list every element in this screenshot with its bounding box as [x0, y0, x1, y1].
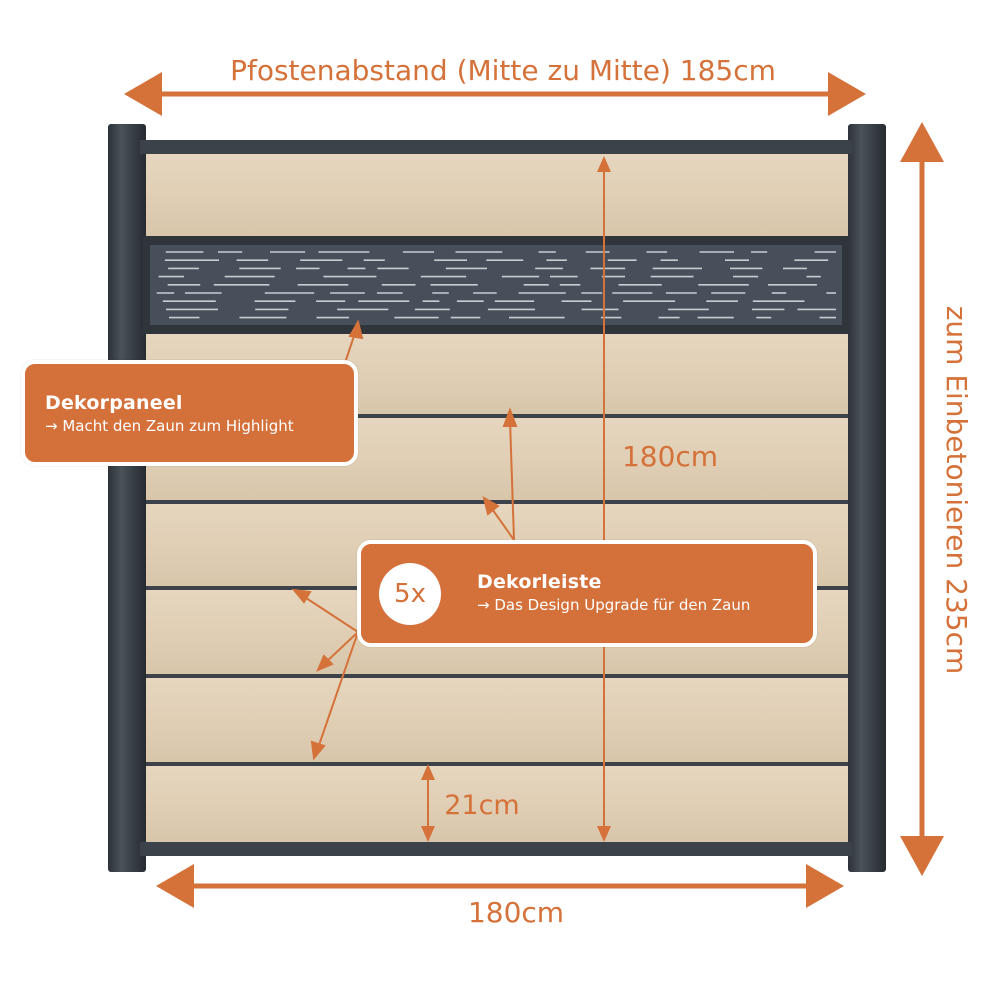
decor-panel-pattern: [156, 251, 836, 319]
decor-strip: [146, 674, 848, 678]
fence-board: [146, 678, 848, 762]
fence-posts: [108, 124, 886, 872]
embed-height-arrow: [900, 122, 944, 876]
post-spacing-label: Pfostenabstand (Mitte zu Mitte) 185cm: [230, 54, 776, 87]
decor-panel: [143, 236, 849, 334]
top-rail: [140, 140, 852, 154]
dekorleiste-pointer-5: [317, 631, 359, 749]
panel-width-arrow: [156, 864, 844, 908]
decor-strip: [146, 762, 848, 766]
count-badge: 5x: [379, 563, 441, 625]
bottom-rail: [140, 842, 852, 856]
decor-strip: [146, 414, 848, 418]
panel-width-label: 180cm: [468, 896, 564, 929]
board-height-arrow: [421, 764, 435, 842]
dekorleiste-subtitle: → Das Design Upgrade für den Zaun: [477, 596, 751, 614]
dekorpaneel-subtitle: → Macht den Zaun zum Highlight: [45, 417, 294, 435]
dekorleiste-title: Dekorleiste: [477, 571, 602, 593]
dekorleiste-pointer-4: [323, 631, 359, 665]
right-post: [848, 124, 886, 872]
dekorleiste-pointer-2: [489, 505, 515, 541]
callout-pointers: [291, 319, 518, 761]
dekorleiste-pointer-3: [299, 593, 359, 633]
post-spacing-arrow: [124, 72, 866, 116]
decor-strip: [146, 500, 848, 504]
callout-dekorleiste: 5x Dekorleiste → Das Design Upgrade für …: [357, 540, 817, 647]
embed-height-label: zum Einbetonieren 235cm: [940, 306, 973, 675]
dekorleiste-pointer-1: [509, 419, 515, 541]
panel-height-arrow: [597, 156, 611, 842]
left-post: [108, 124, 146, 872]
panel-height-label: 180cm: [622, 440, 718, 473]
dekorpaneel-title: Dekorpaneel: [45, 392, 183, 414]
fence-board: [146, 154, 848, 236]
board-height-label: 21cm: [444, 790, 520, 821]
fence-board: [146, 766, 848, 842]
callout-dekorpaneel: Dekorpaneel → Macht den Zaun zum Highlig…: [21, 360, 358, 466]
